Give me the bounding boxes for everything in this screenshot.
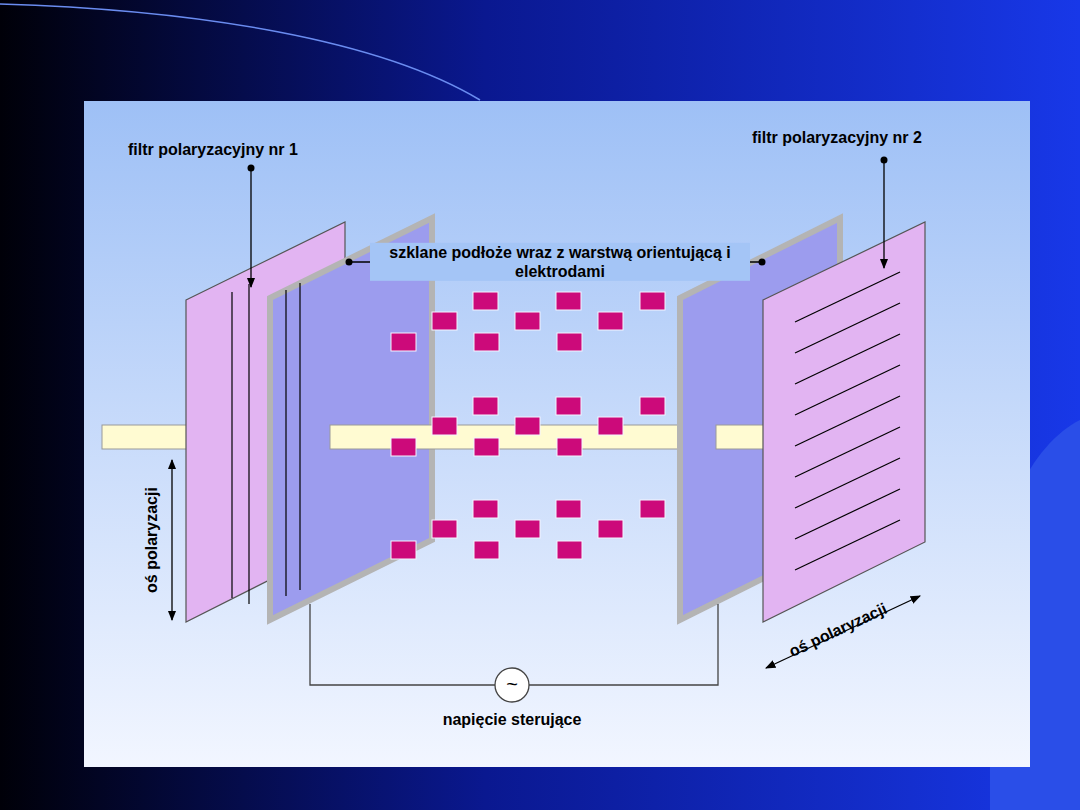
part-label: szklane podłoże wraz z warstwą orientują… [370, 243, 750, 281]
axis-label: oś polaryzacji [142, 487, 161, 593]
polarizer-line [795, 272, 900, 322]
lc-molecule [640, 292, 665, 310]
lc-molecule [473, 397, 498, 415]
lc-molecule [598, 417, 623, 435]
lc-molecule [473, 500, 498, 518]
lc-molecule [557, 333, 582, 351]
polarizer-line [285, 290, 286, 596]
polarizer-line [795, 489, 900, 539]
lc-molecule [556, 500, 581, 518]
lc-molecule [391, 333, 416, 351]
leader-line [250, 168, 251, 287]
lc-molecule [432, 312, 457, 330]
polarizer-line [795, 396, 900, 446]
part-label: filtr polaryzacyjny nr 2 [752, 128, 922, 147]
lc-molecule [474, 333, 499, 351]
signal-label: napięcie sterujące [443, 710, 582, 729]
lc-molecule [557, 438, 582, 456]
source-symbol: ~ [506, 672, 518, 696]
polarizer-line [795, 303, 900, 353]
lc-molecule [640, 397, 665, 415]
lc-molecule [515, 312, 540, 330]
polarizer-line [795, 427, 900, 477]
polarizer-line [231, 292, 232, 598]
lc-molecule [556, 397, 581, 415]
polarizer-line [795, 365, 900, 415]
part-label: filtr polaryzacyjny nr 1 [128, 140, 298, 159]
panel [84, 101, 1030, 767]
lc-molecule [640, 500, 665, 518]
leader-line [883, 160, 884, 268]
lc-molecule [432, 520, 457, 538]
decor-arc [0, 4, 480, 100]
polarizer-line [299, 283, 300, 590]
lc-molecule [473, 292, 498, 310]
lc-molecule [474, 438, 499, 456]
liquid-crystal-molecules [391, 292, 665, 559]
leader-dot [346, 259, 353, 266]
axis-arrow [171, 460, 172, 620]
lc-molecule [515, 417, 540, 435]
lc-molecule [556, 292, 581, 310]
lc-molecule [432, 417, 457, 435]
polarizer-line [248, 284, 249, 604]
wire [529, 604, 718, 685]
polarizer-lines [795, 272, 900, 570]
lc-molecule [515, 520, 540, 538]
lc-molecule [474, 541, 499, 559]
polarizer-line [795, 458, 900, 508]
lc-molecule [598, 312, 623, 330]
lc-molecule [557, 541, 582, 559]
lc-molecule [598, 520, 623, 538]
lc-molecule [391, 438, 416, 456]
polarizer-2 [763, 222, 925, 622]
polarizer-line [795, 520, 900, 570]
leader-dot [759, 259, 766, 266]
lc-molecule [391, 541, 416, 559]
axis-arrow [766, 596, 920, 668]
polarizer-line [795, 334, 900, 384]
wire [310, 604, 495, 685]
ac-source [495, 668, 529, 702]
